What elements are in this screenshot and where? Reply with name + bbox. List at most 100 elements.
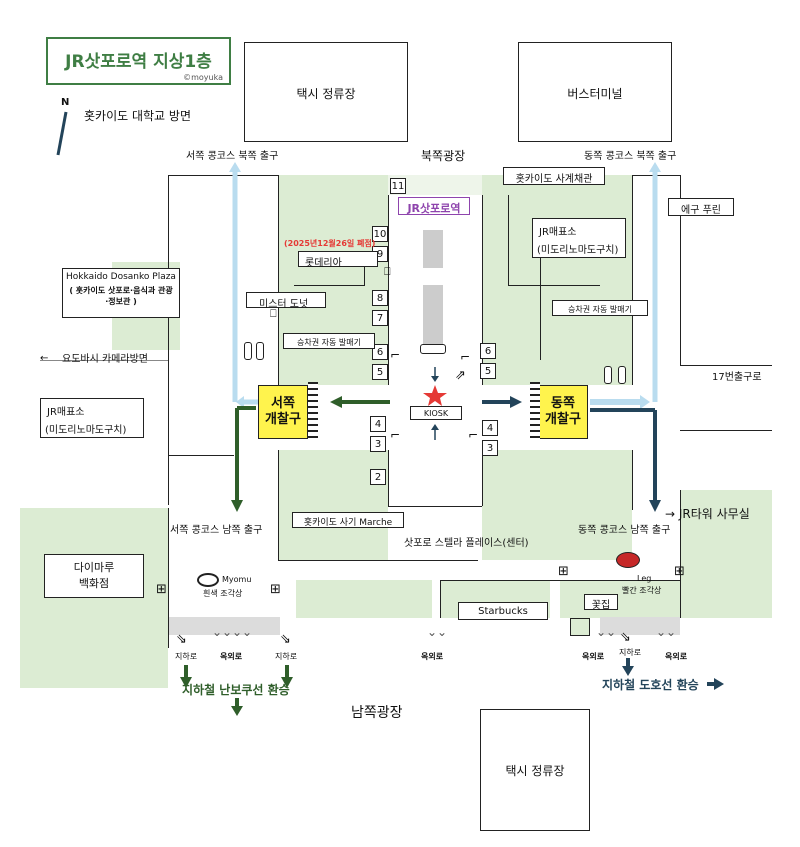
- jr-tower-office-label: → JR타워 사무실: [665, 507, 750, 521]
- mister-donut: 미스터 도넛: [246, 292, 326, 310]
- north-top-green: [388, 175, 482, 195]
- wall-segment: [440, 580, 441, 618]
- chevron-down-icon: ⌄⌄: [656, 625, 677, 639]
- station-name-box: JR삿포로역: [398, 197, 470, 215]
- dosanko-plaza: Hokkaido Dosanko Plaza ( 홋카이도 삿포로·음식과 관광…: [62, 268, 180, 318]
- daimaru-area: [20, 508, 168, 688]
- platform-number: 5: [372, 364, 388, 380]
- wall-segment: [680, 430, 772, 431]
- underground-label: 지하로: [619, 648, 642, 657]
- platform-number: 8: [372, 290, 388, 306]
- wall-segment: [294, 285, 364, 286]
- platform-number: 5: [480, 363, 496, 379]
- wall-segment: [278, 175, 279, 385]
- west-ticket-gate: 서쪽 개찰구: [258, 385, 308, 439]
- chevron-down-icon: ⌄⌄: [232, 625, 253, 639]
- north-direction-label: 홋카이도 대학교 방면: [84, 109, 191, 123]
- exit-17-label: 17번출구로: [712, 372, 762, 383]
- eki-purin: 에구 푸린: [668, 198, 734, 216]
- locker-icon: [256, 342, 264, 360]
- wall-segment: [40, 360, 168, 361]
- lotteria: 롯데리아: [298, 251, 378, 269]
- yodobashi-arrow: ←: [40, 353, 49, 364]
- south-east-green-area: [482, 450, 632, 560]
- escalator-icon: ⇗: [455, 368, 466, 383]
- stairs-icon: ⌐: [390, 348, 401, 362]
- door-icon: ⊞: [270, 582, 281, 597]
- leg-statue-icon: [616, 552, 640, 568]
- wall-segment: [508, 285, 600, 286]
- jr-ticket-office-west: JR매표소 (미도리노마도구치): [40, 398, 144, 438]
- east-green-strip: [600, 175, 632, 385]
- platform-grey-bar: [423, 230, 443, 268]
- door-icon: ⊞: [558, 564, 569, 579]
- escalator-icon: ⇘: [280, 632, 291, 647]
- underground-label: 지하로: [175, 652, 198, 661]
- platform-number: 10: [372, 226, 388, 242]
- wall-segment: [680, 175, 681, 365]
- grey-walkway: [168, 617, 280, 635]
- locker-icon: [604, 366, 612, 384]
- platform-number: 6: [372, 344, 388, 360]
- page-title: JR삿포로역 지상1층: [65, 52, 212, 72]
- outdoor-label: 옥외로: [665, 652, 688, 661]
- myomu-statue-icon: [197, 573, 219, 587]
- door-icon: ⊞: [674, 564, 685, 579]
- stairs-icon: ⌐: [460, 350, 471, 364]
- bus-terminal: 버스터미널: [518, 42, 672, 142]
- flower-shop-stall: [570, 618, 590, 636]
- myomu-label: Myomu: [222, 575, 252, 584]
- east-south-green: [680, 490, 772, 618]
- chevron-down-icon: ⌄⌄: [596, 625, 617, 639]
- kiosk: KIOSK: [410, 406, 462, 420]
- wall-segment: [680, 365, 772, 366]
- wall-segment: [388, 506, 482, 507]
- leg-sub-label: 빨간 조각상: [622, 586, 662, 595]
- platform-number: 4: [482, 420, 498, 436]
- wall-segment: [482, 195, 483, 385]
- east-ticket-gate: 동쪽 개찰구: [538, 385, 588, 439]
- wall-segment: [168, 508, 169, 648]
- south-west-green-area: [278, 450, 388, 560]
- starbucks: Starbucks: [458, 602, 548, 620]
- platform-number: 7: [372, 310, 388, 326]
- door-icon: ⎕: [270, 307, 277, 320]
- jr-ticket-office-east: JR매표소 (미도리노마도구치): [532, 218, 626, 258]
- wall-segment: [632, 175, 633, 385]
- taxi-stand-north: 택시 정류장: [244, 42, 408, 142]
- outdoor-label: 옥외로: [582, 652, 605, 661]
- subway-namboku-transfer: 지하철 난보쿠선 환승: [182, 683, 290, 697]
- stairs-icon: ⌐: [468, 428, 479, 442]
- south-right-green: [560, 580, 680, 618]
- flower-shop: 꽃집: [584, 594, 618, 611]
- daimaru-department-store: 다이마루 백화점: [44, 554, 144, 598]
- platform-number: 3: [482, 440, 498, 456]
- grey-walkway-east: [600, 617, 680, 635]
- escalator-icon: ⇘: [620, 630, 631, 645]
- bench: [420, 344, 446, 354]
- myomu-sub-label: 흰색 조각상: [203, 589, 243, 598]
- north-plaza-label: 북쪽광장: [421, 149, 466, 163]
- east-north-exit-label: 동쪽 콩코스 북쪽 출구: [584, 151, 677, 162]
- platform-number: 3: [370, 436, 386, 452]
- chevron-down-icon: ⌄⌄: [427, 625, 448, 639]
- wall-segment: [168, 175, 169, 505]
- wall-segment: [168, 455, 234, 456]
- wall-segment: [508, 195, 509, 285]
- platform-number: 6: [480, 343, 496, 359]
- west-north-exit-label: 서쪽 콩코스 북쪽 출구: [186, 151, 279, 162]
- closing-notice: (2025년12월26일 폐점): [284, 239, 376, 248]
- ticket-machine-east: 승차권 자동 발매기: [552, 300, 648, 316]
- west-south-exit-label: 서쪽 콩코스 남쪽 출구: [170, 525, 263, 536]
- title-credit: ©moyuka: [183, 73, 223, 82]
- wall-segment: [278, 560, 478, 561]
- wall-segment: [482, 450, 483, 506]
- north-symbol: N: [61, 97, 70, 108]
- stellar-place-label: 삿포로 스텔라 플레이스(센터): [404, 538, 529, 549]
- south-plaza-label: 남쪽광장: [351, 705, 403, 721]
- underground-label: 지하로: [275, 652, 298, 661]
- wall-segment: [540, 240, 541, 360]
- wall-segment: [632, 450, 633, 510]
- hokkaido-four-seasons: 홋카이도 사계채관: [503, 167, 605, 185]
